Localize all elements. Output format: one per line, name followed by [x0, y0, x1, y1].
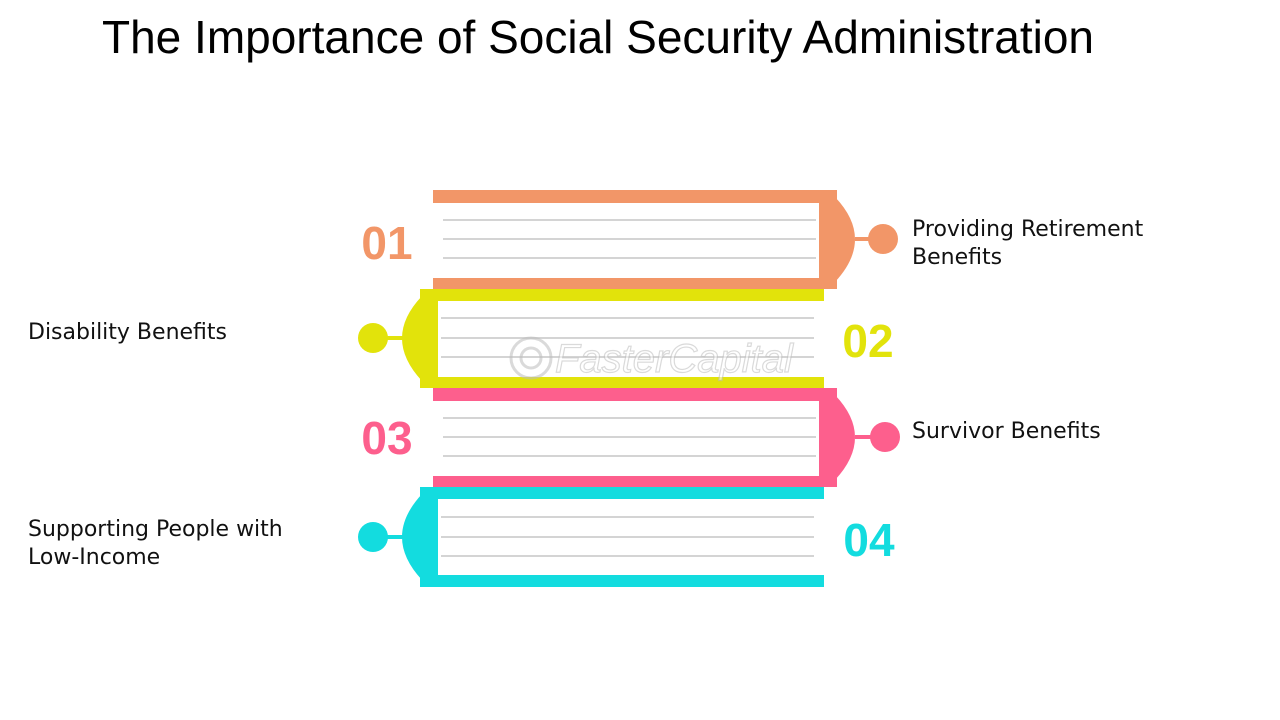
step-02-spine-curve	[402, 296, 422, 381]
page-title: The Importance of Social Security Admini…	[102, 11, 1095, 63]
step-02-pages	[441, 317, 814, 358]
step-02-label-line1: Disability Benefits	[28, 320, 227, 345]
step-04-label: Supporting People with Low-Income	[28, 516, 283, 572]
step-04-number: 04	[843, 514, 895, 566]
step-04-bottom-bar	[420, 575, 824, 587]
step-02-label: Disability Benefits	[28, 319, 227, 347]
step-04-spine-curve	[402, 494, 422, 580]
step-01-connector	[855, 237, 875, 241]
step-01-number: 01	[361, 217, 412, 269]
step-03-spine-curve	[835, 395, 855, 480]
step-03-pages	[443, 417, 816, 457]
step-02-bottom-bar	[420, 377, 824, 388]
step-01-block: 01	[361, 190, 898, 289]
step-01-dot	[868, 224, 898, 254]
step-04-connector	[382, 535, 408, 539]
step-01-pages	[443, 219, 816, 259]
step-01-label-line2: Benefits	[912, 245, 1003, 270]
step-03-block: 03	[361, 388, 900, 487]
step-03-top-bar	[433, 388, 837, 401]
step-03-connector	[855, 435, 875, 439]
step-01-spine-curve	[835, 197, 855, 282]
step-04-dot	[358, 522, 388, 552]
step-03-spine	[819, 388, 837, 487]
step-02-dot	[358, 323, 388, 353]
step-01-label: Providing Retirement Benefits	[912, 216, 1143, 272]
step-03-bottom-bar	[433, 476, 837, 487]
step-04-pages	[441, 516, 814, 557]
step-04-top-bar	[420, 487, 824, 499]
gear-logo-icon	[509, 336, 553, 380]
step-02-connector	[382, 336, 408, 340]
step-03-label-line1: Survivor Benefits	[912, 419, 1101, 444]
step-03-label: Survivor Benefits	[912, 418, 1101, 446]
watermark-text: FasterCapital	[555, 337, 794, 381]
step-04-label-line2: Low-Income	[28, 545, 161, 570]
step-04-label-line1: Supporting People with	[28, 517, 283, 542]
step-01-label-line1: Providing Retirement	[912, 217, 1144, 242]
watermark: FasterCapital	[509, 336, 795, 382]
step-01-bottom-bar	[433, 278, 837, 289]
step-01-top-bar	[433, 190, 837, 203]
step-04-block: 04	[358, 487, 895, 587]
step-02-number: 02	[842, 315, 893, 367]
step-03-dot	[870, 422, 900, 452]
step-04-spine	[420, 487, 438, 587]
step-03-number: 03	[361, 412, 412, 464]
step-02-spine	[420, 289, 438, 388]
step-02-top-bar	[420, 289, 824, 301]
step-02-block: 02	[358, 289, 894, 388]
step-01-spine	[819, 190, 837, 289]
